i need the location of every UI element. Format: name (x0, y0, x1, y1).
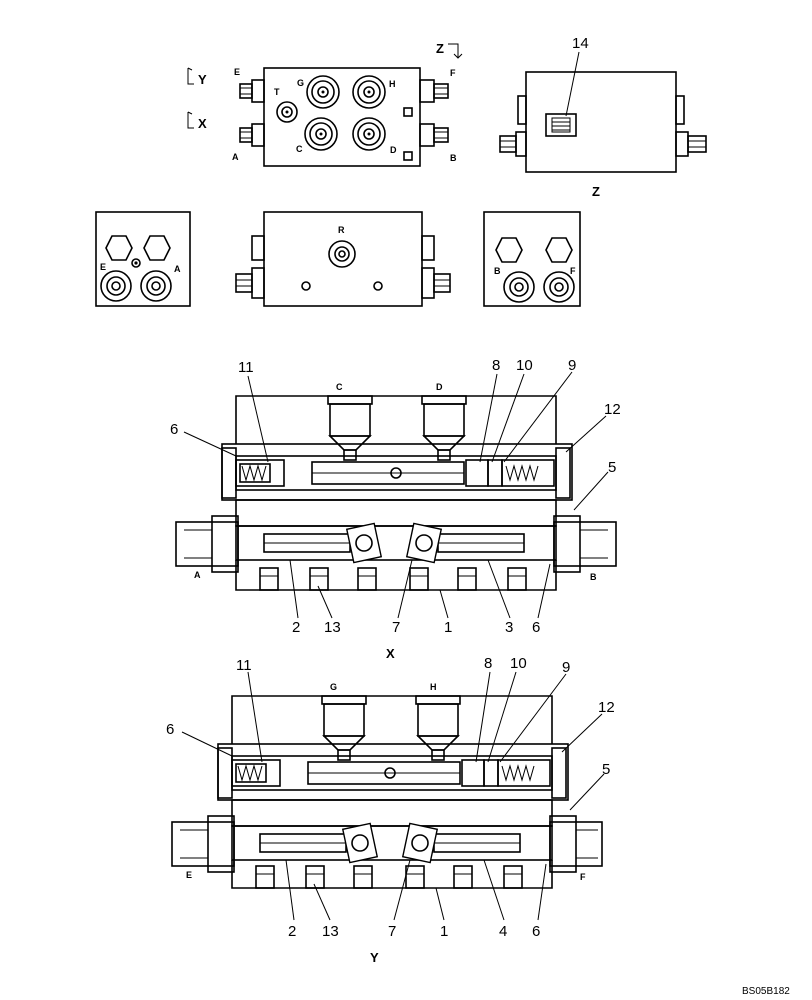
port-label: T (274, 87, 280, 97)
port-t (276, 101, 298, 123)
end-view-left: E A (95, 211, 191, 307)
port-label: Z (436, 41, 444, 56)
callout-4: 4 (499, 923, 507, 940)
section-mark-x: X (187, 111, 207, 131)
port-label: Y (198, 72, 207, 87)
callout-5: 5 (602, 761, 610, 778)
callout-3: 3 (505, 619, 513, 636)
fitting-e (239, 79, 265, 103)
check-valve-g (321, 695, 367, 761)
plug-square (403, 107, 413, 117)
port-label: X (198, 116, 207, 131)
port-label: E (100, 262, 106, 272)
valve-body-top (263, 67, 421, 167)
callout-6: 6 (532, 619, 540, 636)
callout-1: 1 (440, 923, 448, 940)
drawing-reference-code: BS05B182 (742, 986, 790, 997)
port-label: C (296, 144, 303, 154)
port-label: F (580, 872, 586, 882)
front-view: R (235, 211, 451, 307)
view-label-z: Z (592, 184, 600, 199)
port-label: A (174, 264, 181, 274)
callout-2: 2 (292, 619, 300, 636)
port-label: A (232, 152, 239, 162)
fitting-a-section (175, 515, 239, 573)
section-x: C D A B 11 8 10 9 6 12 5 2 13 7 1 3 6 X (170, 357, 621, 661)
component-14 (545, 113, 577, 137)
section-title-y: Y (370, 950, 379, 965)
section-mark-z: Z (436, 41, 463, 59)
port-label: E (186, 870, 192, 880)
callout-11: 11 (236, 657, 252, 674)
port-label: R (338, 225, 345, 235)
check-valve-c (327, 395, 373, 461)
fitting-e-section (171, 815, 235, 873)
port-label: G (330, 682, 337, 692)
port-label: F (450, 68, 456, 78)
callout-7: 7 (388, 923, 396, 940)
callout-10: 10 (510, 655, 527, 672)
port-label: H (430, 682, 437, 692)
fitting-f (419, 79, 449, 103)
section-title-x: X (386, 646, 395, 661)
callout-2: 2 (288, 923, 296, 940)
fitting-b-section (553, 515, 617, 573)
port-label: B (494, 266, 501, 276)
section-mark-y: Y (187, 67, 207, 87)
section-y: G H E F 11 8 10 9 6 12 5 2 13 7 1 4 6 Y (166, 655, 615, 965)
port-label: H (389, 79, 396, 89)
port-g (306, 75, 340, 109)
top-view: Y X Z (187, 41, 463, 167)
port-label: D (390, 145, 397, 155)
callout-12: 12 (604, 401, 621, 418)
check-valve-d (421, 395, 467, 461)
callout-14: 14 (572, 35, 589, 52)
fitting-b (419, 123, 449, 147)
callout-9: 9 (568, 357, 576, 374)
port-label: G (297, 78, 304, 88)
port-label: E (234, 67, 240, 77)
port-label: F (570, 266, 576, 276)
callout-6: 6 (166, 721, 174, 738)
port-label: B (590, 572, 597, 582)
callout-8: 8 (492, 357, 500, 374)
valve-body-side (525, 71, 677, 173)
port-label: C (336, 382, 343, 392)
port-r (328, 240, 356, 268)
callout-6: 6 (532, 923, 540, 940)
end-view-right: B F (483, 211, 581, 307)
fitting-a (239, 123, 265, 147)
callout-6: 6 (170, 421, 178, 438)
port-label: B (450, 153, 457, 163)
port-label: A (194, 570, 201, 580)
callout-11: 11 (238, 359, 254, 376)
plug-square (403, 151, 413, 161)
callout-5: 5 (608, 459, 616, 476)
port-h (352, 75, 386, 109)
callout-1: 1 (444, 619, 452, 636)
side-view-z: 14 Z (499, 35, 707, 199)
callout-12: 12 (598, 699, 615, 716)
callout-7: 7 (392, 619, 400, 636)
port-label: D (436, 382, 443, 392)
callout-13: 13 (322, 923, 339, 940)
check-valve-h (415, 695, 461, 761)
callout-10: 10 (516, 357, 533, 374)
callout-13: 13 (324, 619, 341, 636)
callout-9: 9 (562, 659, 570, 676)
fitting-f-section (549, 815, 603, 873)
callout-8: 8 (484, 655, 492, 672)
port-d (352, 117, 386, 151)
port-c (304, 117, 338, 151)
